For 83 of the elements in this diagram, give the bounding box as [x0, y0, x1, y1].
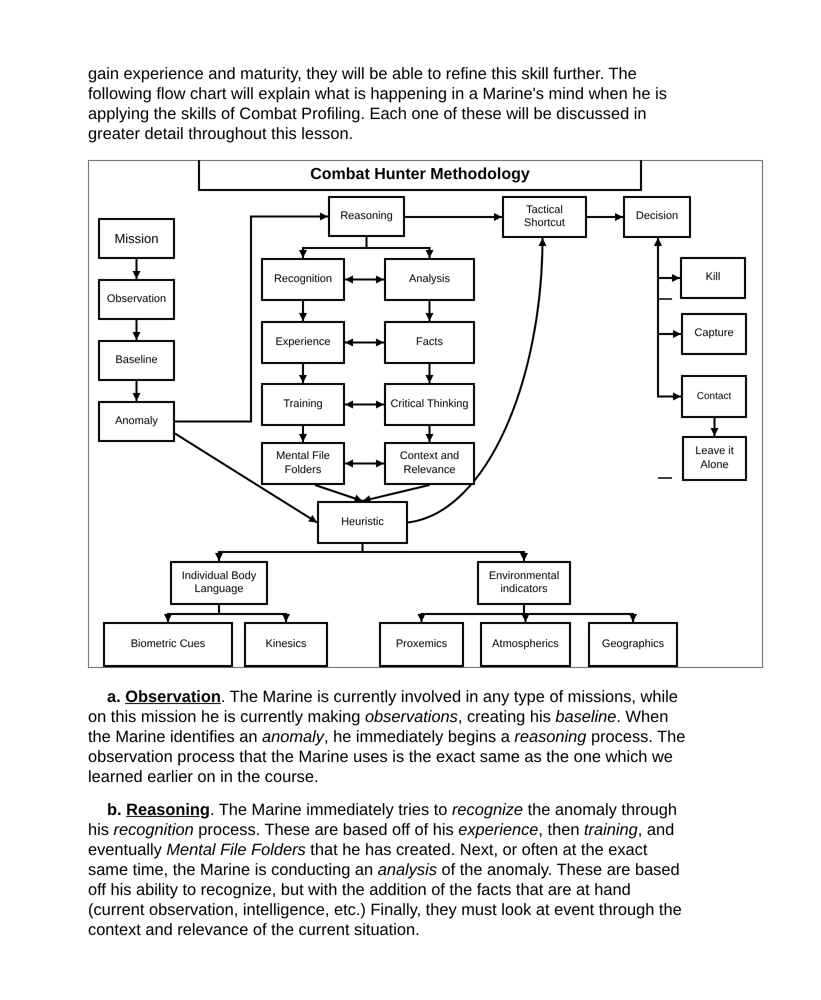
process-box	[384, 442, 475, 485]
process-box	[98, 218, 175, 259]
process-box	[681, 313, 747, 355]
box-label: Tactical Shortcut	[523, 204, 566, 230]
arrow	[405, 213, 502, 221]
process-box	[588, 622, 678, 667]
process-box	[170, 561, 268, 605]
process-box	[681, 375, 747, 418]
arrow	[366, 237, 434, 258]
box-label: Experience	[275, 336, 331, 350]
arrow	[408, 238, 546, 524]
process-box	[384, 321, 475, 364]
box-label: Anomaly	[115, 414, 158, 428]
arrow	[345, 460, 384, 468]
process-box	[261, 442, 345, 485]
box-label: Context and Relevance	[398, 450, 460, 477]
process-box	[502, 196, 587, 238]
arrow	[132, 381, 140, 401]
arrow	[345, 338, 384, 346]
arrow	[362, 484, 430, 504]
process-box	[317, 501, 408, 544]
box-label: Biometric Cues	[130, 638, 206, 652]
process-box	[103, 622, 233, 667]
box-label: Environmental indicators	[488, 570, 560, 596]
arrow	[654, 238, 681, 400]
paragraph: b. Reasoning. The Marine immediately tries to recognize the anomaly through his recognition process. These are based off of his experience, then training, and eventually Mental File Folders that he has created. Next, or often at the exact same time, the Marine is conducting an analysis of the anomaly. These are based off his ability to recognize, but with the addition of the facts that are at hand (current observation, intelligence, etc.) Finally, they must look at event through the context and relevance of the current situation.	[88, 800, 683, 940]
box-label: Individual Body Language	[180, 570, 258, 596]
process-box	[98, 279, 175, 320]
box-label: Decision	[636, 210, 678, 224]
box-label: Critical Thinking	[390, 398, 469, 412]
arrow	[299, 364, 307, 383]
process-box	[98, 340, 175, 381]
arrow	[426, 301, 434, 321]
arrow	[218, 605, 290, 622]
process-box	[244, 622, 328, 667]
arrow	[710, 418, 718, 436]
arrow	[587, 213, 623, 221]
diagram-title: Combat Hunter Methodology	[310, 166, 530, 184]
process-box	[261, 383, 345, 426]
arrow	[174, 432, 318, 524]
process-box	[480, 622, 571, 667]
paragraph: a. Observation. The Marine is currently involved in any type of missions, while on this mission he is currently making observations, creating his baseline. When the Marine identifies an anomaly, he immediately begins a reasoning process. The observation process that the Marine uses is the exact same as the one which we learned earlier on in the course.	[88, 687, 686, 787]
process-box	[328, 196, 405, 237]
arrow	[345, 400, 384, 408]
box-label: Kinesics	[266, 638, 306, 652]
process-box	[384, 383, 475, 426]
arrow	[299, 301, 307, 321]
box-label: Analysis	[409, 272, 450, 286]
box-label: Capture	[694, 327, 734, 341]
paragraph: gain experience and maturity, they will be able to refine this skill further. The following flow chart will explain what is happening in a Marine's mind when he is applying the skills of Combat Profiling. Each one of these will be discussed in greater detail throughout this lesson.	[88, 64, 668, 144]
arrow	[132, 320, 140, 340]
box-label: Mission	[114, 230, 159, 246]
box-label: Training	[283, 398, 323, 412]
process-box	[384, 258, 475, 301]
box-label: Kill	[706, 271, 720, 285]
process-box	[261, 258, 345, 301]
box-label: Leave it Alone	[694, 445, 735, 472]
box-label: Mental File Folders	[275, 450, 331, 477]
process-box	[261, 321, 345, 364]
box-label: Observation	[106, 292, 166, 306]
process-box	[682, 436, 747, 481]
box-label: Proxemics	[396, 638, 448, 652]
box-label: Contact	[696, 390, 732, 402]
box-label: Heuristic	[341, 516, 384, 530]
arrow	[299, 426, 307, 442]
box-label: Recognition	[274, 272, 332, 286]
box-label: Geographics	[602, 638, 664, 652]
arrow	[175, 212, 328, 422]
arrow	[314, 484, 363, 502]
process-box	[680, 257, 746, 299]
box-label: Baseline	[115, 354, 158, 368]
box-label: Facts	[416, 336, 443, 350]
box-label: Atmospherics	[492, 638, 559, 652]
arrow	[345, 276, 384, 284]
process-box	[477, 561, 571, 605]
arrow	[426, 364, 434, 383]
arrow	[362, 544, 528, 561]
box-label: Reasoning	[340, 210, 393, 224]
process-box	[379, 622, 464, 667]
process-box	[98, 401, 175, 442]
arrow	[132, 259, 140, 279]
process-box	[623, 196, 691, 238]
arrow	[426, 426, 434, 442]
